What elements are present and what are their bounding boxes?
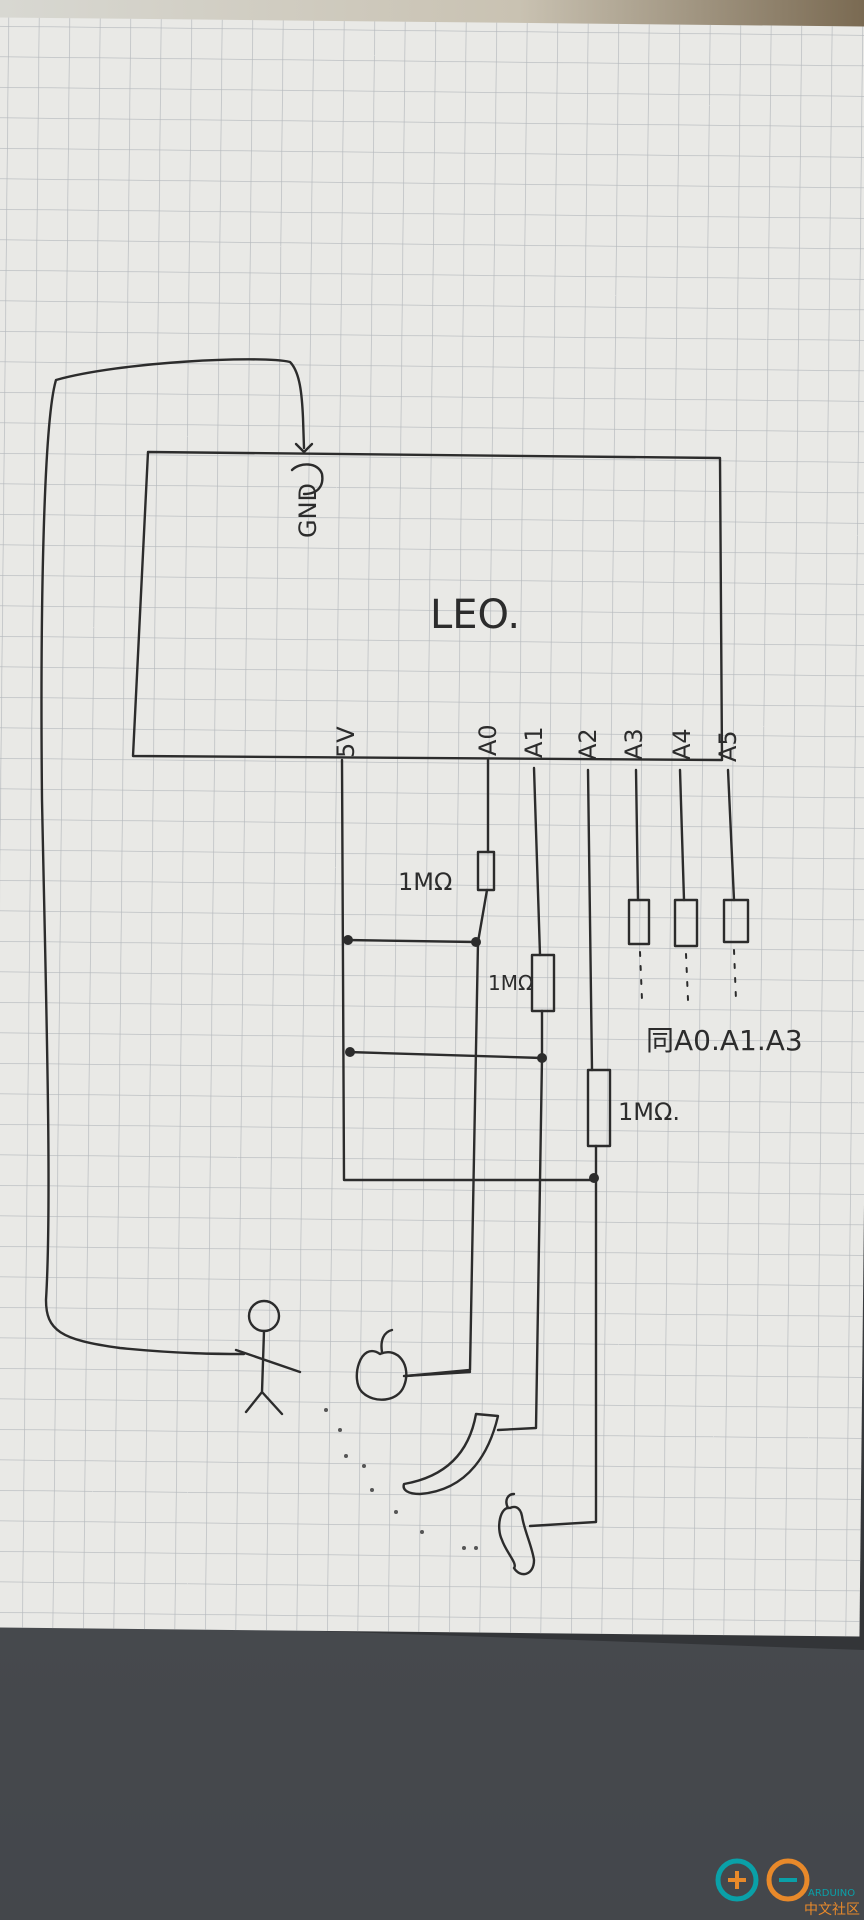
resistor-a2 <box>586 1068 612 1148</box>
gnd-label: GND <box>294 483 322 538</box>
resistor-a5 <box>722 898 750 944</box>
pin-label-a1: A1 <box>520 726 548 758</box>
pin-label-a2: A2 <box>574 728 602 760</box>
pear-icon <box>498 1492 536 1576</box>
gnd-arrow <box>294 442 314 454</box>
wire-a2 <box>586 768 594 1072</box>
wire-a1-lower <box>496 1009 544 1432</box>
apple-wire <box>402 1370 472 1378</box>
resistor-a4 <box>673 898 699 948</box>
arduino-watermark: ARDUINO 中文社区 <box>715 1858 860 1918</box>
circuit-diagram <box>40 358 750 1576</box>
paper-shadow <box>0 1620 864 1920</box>
banana-icon <box>402 1412 500 1496</box>
gnd-wire <box>40 358 306 1356</box>
resistor-label-a0: 1MΩ <box>398 868 452 896</box>
apple-icon <box>355 1328 408 1401</box>
person-icon <box>234 1299 302 1416</box>
wire-a3 <box>634 768 640 902</box>
resistor-label-a2: 1MΩ. <box>618 1098 680 1126</box>
resistor-a3 <box>627 898 651 946</box>
board-label: LEO. <box>430 592 520 638</box>
watermark-brand: ARDUINO <box>808 1888 855 1899</box>
pin-label-5v: 5V <box>332 726 360 758</box>
note-label: 同A0.A1.A3 <box>646 1024 803 1057</box>
scribble-dots <box>324 1408 478 1550</box>
wire-a4 <box>678 768 686 902</box>
pin-label-a4: A4 <box>668 728 696 760</box>
pin-label-a3: A3 <box>620 728 648 760</box>
junction-dots <box>343 935 599 1183</box>
pin-label-a0: A0 <box>474 724 502 756</box>
rail-bar-1 <box>344 938 478 944</box>
watermark-site: 中文社区 <box>804 1902 860 1918</box>
rail-bar-2 <box>346 1050 544 1060</box>
dashed-continuation <box>639 949 737 1001</box>
wire-a1 <box>532 766 542 957</box>
wire-a2-lower <box>528 1144 598 1528</box>
resistor-label-a1: 1MΩ <box>488 971 533 995</box>
wire-a5 <box>726 768 736 902</box>
infinity-logo-icon <box>715 1858 810 1902</box>
pin-label-a5: A5 <box>714 730 742 762</box>
board-outline <box>131 450 724 762</box>
wire-5v <box>340 758 592 1182</box>
graph-paper <box>0 17 864 1637</box>
gnd-connector-icon <box>290 463 324 496</box>
